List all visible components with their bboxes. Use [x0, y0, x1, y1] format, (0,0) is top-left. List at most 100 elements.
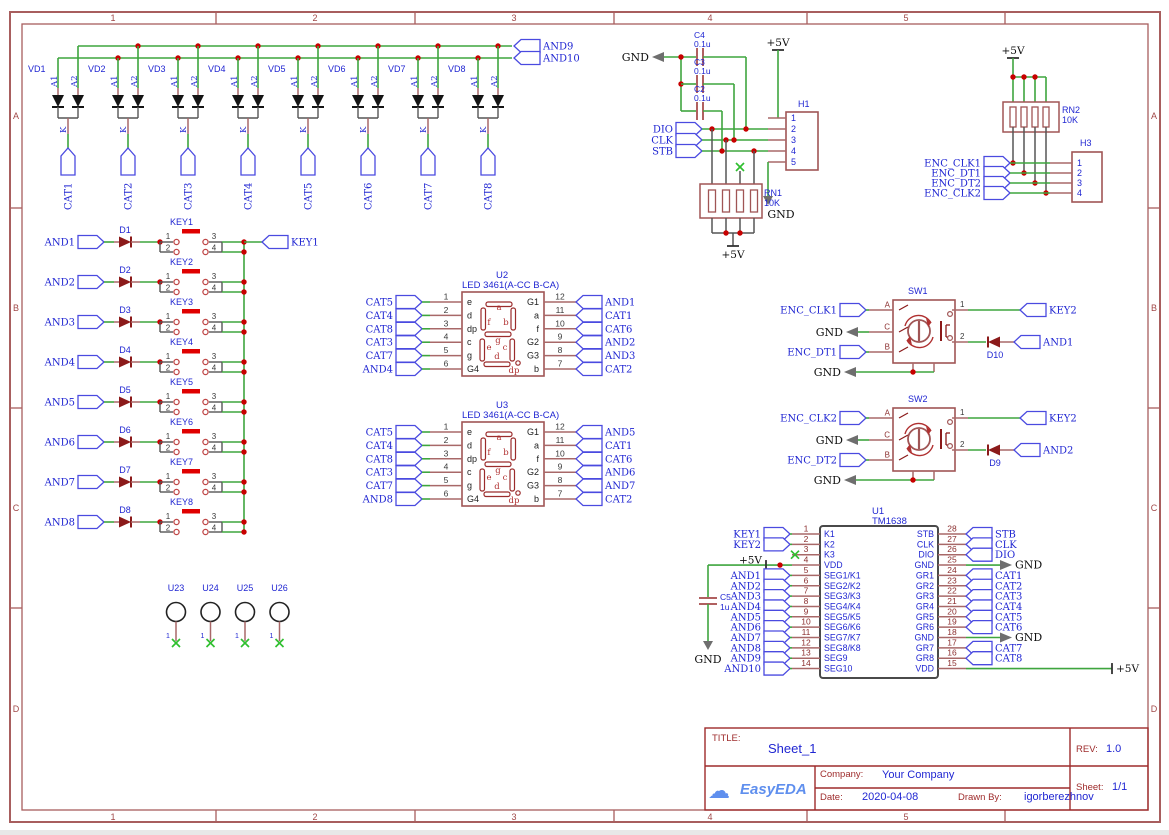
gnd-flag[interactable]: GND	[814, 366, 856, 379]
net-flag-KEY2[interactable]: KEY2	[1019, 302, 1077, 318]
net-flag-AND1[interactable]: AND1	[1013, 334, 1073, 350]
component-D5[interactable]: D5	[114, 385, 140, 408]
net-flag-AND1[interactable]: AND1	[575, 294, 635, 310]
net-flag-ENC_DT1[interactable]: ENC_DT1	[787, 344, 867, 360]
net-flag-AND7[interactable]: AND7	[575, 478, 635, 493]
net-flag-CAT8[interactable]: CAT8	[366, 451, 423, 466]
net-flag-CAT2[interactable]: CAT2	[575, 491, 632, 507]
net-flag-CAT8[interactable]: CAT8	[965, 651, 1022, 666]
net-flag-CAT8[interactable]: CAT8	[480, 147, 496, 210]
net-flag-ENC_DT2[interactable]: ENC_DT2	[787, 452, 867, 468]
net-flag-KEY2[interactable]: KEY2	[1019, 410, 1077, 426]
net-flag-CAT6[interactable]: CAT6	[575, 321, 632, 336]
gnd-flag[interactable]: GND	[816, 434, 858, 447]
net-flag-CAT4[interactable]: CAT4	[366, 308, 423, 323]
net-flag-CAT3[interactable]: CAT3	[366, 465, 423, 480]
component-D6[interactable]: D6	[114, 425, 140, 448]
gnd-flag[interactable]: GND	[1000, 631, 1042, 644]
net-flag-CAT7[interactable]: CAT7	[420, 147, 436, 210]
enc-pullup-block[interactable]: +5VRN210KH31234ENC_CLK1ENC_DT1ENC_DT2ENC…	[924, 45, 1103, 203]
net-flag-AND5[interactable]: AND5	[575, 424, 635, 440]
net-flag-AND2[interactable]: AND2	[575, 335, 635, 350]
component-D8[interactable]: D8	[114, 505, 140, 528]
component-D3[interactable]: D3	[114, 305, 140, 328]
net-flag-AND9[interactable]: AND9	[513, 38, 573, 54]
sheet-title[interactable]: Sheet_1	[768, 741, 816, 756]
power-block[interactable]: GNDC40.1uC30.1uC20.1uDIOCLKSTB+5VH112345…	[622, 30, 819, 261]
net-flag-AND6[interactable]: AND6	[44, 434, 105, 450]
net-flag-CAT2[interactable]: CAT2	[575, 361, 632, 377]
net-flag-AND5[interactable]: AND5	[44, 394, 105, 410]
net-flag-AND10[interactable]: AND10	[723, 661, 791, 676]
component-D2[interactable]: D2	[114, 265, 140, 288]
net-flag-AND2[interactable]: AND2	[1013, 442, 1073, 458]
gnd-flag[interactable]: GND	[694, 641, 722, 666]
component-D9[interactable]: D9	[987, 444, 1014, 469]
net-flag-AND6[interactable]: AND6	[575, 465, 635, 480]
net-flag-CAT1[interactable]: CAT1	[60, 147, 76, 210]
net-flag-CAT1[interactable]: CAT1	[575, 308, 632, 323]
net-flag-CAT3[interactable]: CAT3	[366, 335, 423, 350]
component-D4[interactable]: D4	[114, 345, 140, 368]
net-flag-AND4[interactable]: AND4	[362, 361, 423, 377]
net-flag-ENC_CLK1[interactable]: ENC_CLK1	[780, 302, 867, 318]
net-flag-CAT4[interactable]: CAT4	[240, 147, 256, 210]
net-flag-AND1[interactable]: AND1	[44, 234, 105, 250]
net-flag-CAT7[interactable]: CAT7	[366, 348, 423, 363]
gnd-flag[interactable]: GND	[816, 326, 858, 339]
net-flag-AND4[interactable]: AND4	[44, 354, 105, 370]
net-flag-CAT2[interactable]: CAT2	[120, 147, 136, 210]
net-flag-CAT7[interactable]: CAT7	[366, 478, 423, 493]
sheet-value[interactable]: 1/1	[1112, 781, 1127, 793]
vcc-flag[interactable]: +5V	[739, 555, 767, 571]
component-D10[interactable]: D10	[987, 336, 1014, 361]
vcc-flag[interactable]: +5V	[1001, 45, 1025, 59]
net-flag-KEY1[interactable]: KEY1	[261, 234, 319, 250]
net-flag-CAT5[interactable]: CAT5	[366, 424, 423, 440]
gnd-flag[interactable]: GND	[622, 51, 664, 64]
gnd-flag[interactable]: GND	[763, 196, 795, 221]
rev-value[interactable]: 1.0	[1106, 743, 1121, 755]
vcc-flag[interactable]: +5V	[766, 37, 790, 51]
net-flag-AND10[interactable]: AND10	[513, 50, 580, 66]
net-flag-CAT5[interactable]: CAT5	[366, 294, 423, 310]
net-flag-ENC_CLK2[interactable]: ENC_CLK2	[780, 410, 867, 426]
net-flag-AND3[interactable]: AND3	[44, 314, 105, 330]
vcc-flag[interactable]: +5V	[1111, 663, 1139, 675]
net-flag-CAT6[interactable]: CAT6	[360, 147, 376, 210]
component-C2[interactable]: C20.1u	[694, 84, 711, 120]
net-flag-STB[interactable]: STB	[652, 143, 703, 159]
key-matrix[interactable]: AND1D1KEY11234AND2D2KEY21234AND3D3KEY312…	[44, 217, 319, 536]
component-D7[interactable]: D7	[114, 465, 140, 488]
